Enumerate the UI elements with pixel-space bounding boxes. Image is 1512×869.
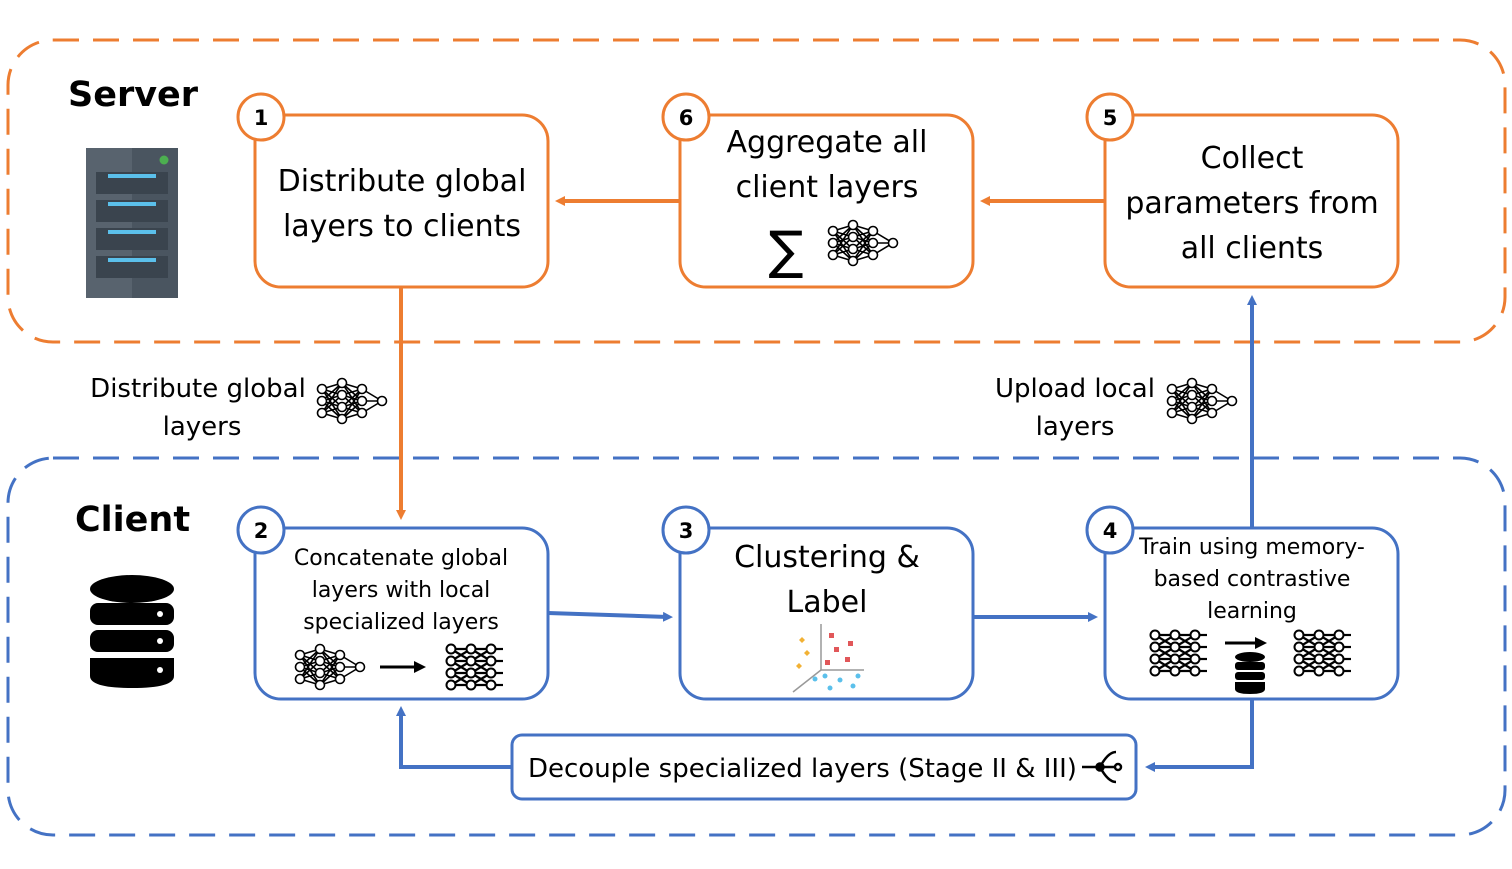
sum-symbol: ∑ [768, 221, 803, 281]
step-1-line-1: Distribute global [278, 164, 527, 199]
step-5-number: 5 [1103, 106, 1118, 130]
step-3-line-1: Clustering & [734, 540, 920, 575]
step-1-badge [236, 92, 286, 142]
step-6-line-2: client layers [736, 170, 919, 205]
step-4-line-1: Train using memory- [1138, 535, 1365, 560]
client-region [6, 456, 1507, 837]
split-icon [1082, 750, 1123, 784]
step-2-number: 2 [254, 519, 269, 543]
distribute-label-line-1: Distribute global [90, 374, 306, 404]
step-3-number: 3 [679, 519, 694, 543]
step-6-number: 6 [679, 106, 694, 130]
server-region [6, 38, 1507, 344]
step-1-number: 1 [254, 106, 269, 130]
step-3-box [678, 526, 975, 701]
step-6-badge [661, 92, 711, 142]
cluster-scatter-icon [792, 624, 864, 693]
step-2-badge [236, 505, 286, 555]
arrow-decouple-to-step2 [396, 706, 512, 769]
step-1-box [253, 113, 550, 289]
upload-label-line-2: layers [1036, 412, 1115, 442]
memory-bank-icon [1235, 652, 1265, 694]
arrow-step2-to-step3 [547, 611, 673, 622]
server-rack-icon [86, 148, 178, 298]
distribute-neural-network-icon [316, 377, 388, 425]
step-4-line-3: learning [1207, 599, 1297, 624]
distribute-label-line-2: layers [163, 412, 242, 442]
step-6-line-1: Aggregate all [727, 125, 928, 160]
upload-label-line-1: Upload local [995, 374, 1155, 404]
decouple-label: Decouple specialized layers (Stage II & … [528, 754, 1077, 784]
database-icon [90, 575, 174, 688]
step-5-line-2: parameters from [1125, 186, 1378, 221]
step-3-badge [661, 505, 711, 555]
step-5-line-1: Collect [1201, 141, 1304, 176]
step-1-line-2: layers to clients [283, 209, 521, 244]
step-4-line-2: based contrastive [1154, 567, 1351, 592]
upload-neural-network-icon [1166, 377, 1238, 425]
step-4-badge [1085, 505, 1135, 555]
step-5-badge [1085, 92, 1135, 142]
arrow-step4-to-decouple [1145, 699, 1254, 772]
step-5-line-3: all clients [1181, 231, 1324, 266]
step-2-line-2: layers with local [312, 578, 491, 603]
server-title: Server [68, 75, 199, 115]
step-4-number: 4 [1103, 519, 1118, 543]
client-title: Client [75, 500, 190, 540]
step-2-line-3: specialized layers [303, 610, 499, 635]
step-3-line-2: Label [787, 585, 868, 620]
step-2-line-1: Concatenate global [294, 546, 508, 571]
